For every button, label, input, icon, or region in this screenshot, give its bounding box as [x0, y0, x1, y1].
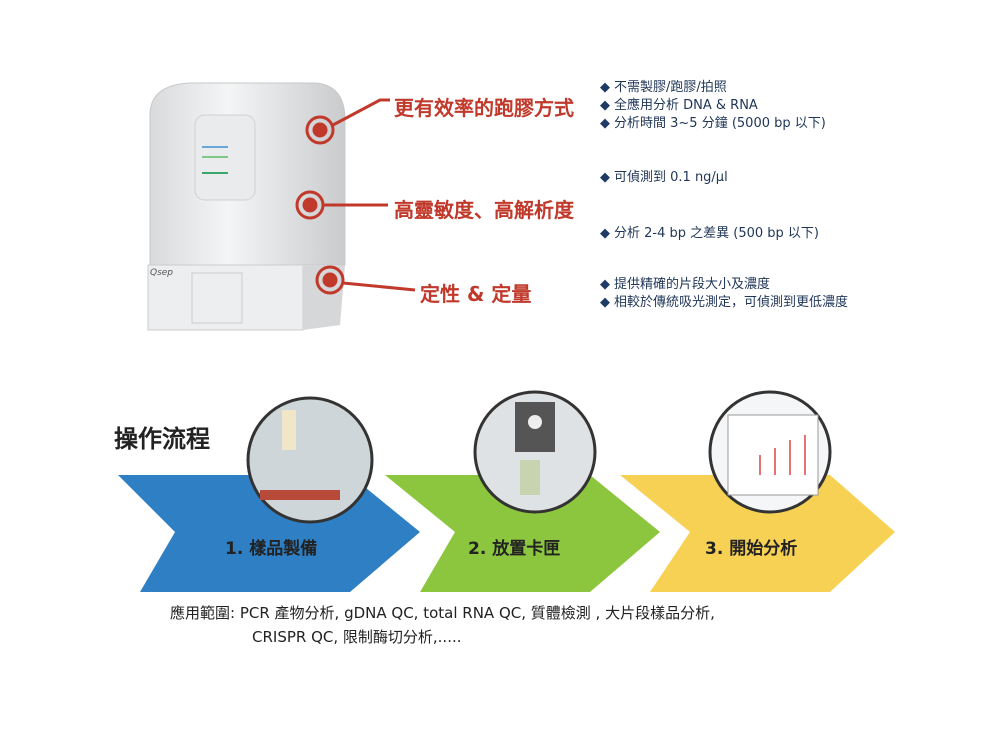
- bullet: 分析時間 3~5 分鐘 (5000 bp 以下): [614, 116, 826, 131]
- bullet: 分析 2-4 bp 之差異 (500 bp 以下): [614, 226, 819, 241]
- feature-bullets: ◆提供精確的片段大小及濃度 ◆相較於傳統吸光測定，可偵測到更低濃度: [600, 277, 849, 310]
- step-arrow-3: [620, 475, 895, 592]
- step-label-2: 2. 放置卡匣: [468, 539, 561, 559]
- feature-heading: 定性 & 定量: [420, 282, 532, 306]
- device-logo: Qsep: [150, 268, 174, 278]
- bullet: 全應用分析 DNA & RNA: [614, 98, 758, 113]
- bullet: 不需製膠/跑膠/拍照: [614, 80, 727, 95]
- step-label-3: 3. 開始分析: [705, 539, 798, 559]
- bullet: 相較於傳統吸光測定，可偵測到更低濃度: [614, 295, 849, 310]
- feature-bullets: ◆可偵測到 0.1 ng/µl: [600, 170, 728, 185]
- workflow-arrows: [118, 390, 895, 592]
- bullet: 可偵測到 0.1 ng/µl: [614, 170, 728, 185]
- step-arrow-2: [385, 475, 660, 592]
- feature-bullets: ◆分析 2-4 bp 之差異 (500 bp 以下): [600, 226, 819, 241]
- workflow-title: 操作流程: [114, 425, 210, 453]
- instrument-image: [147, 82, 346, 331]
- feature-bullets: ◆不需製膠/跑膠/拍照 ◆全應用分析 DNA & RNA ◆分析時間 3~5 分…: [600, 80, 826, 131]
- applications-line-1: 應用範圍: PCR 產物分析, gDNA QC, total RNA QC, 質…: [170, 604, 715, 622]
- step-label-1: 1. 樣品製備: [225, 539, 318, 559]
- target-icon: [295, 98, 416, 295]
- feature-heading: 更有效率的跑膠方式: [394, 96, 574, 120]
- feature-heading: 高靈敏度、高解析度: [394, 198, 574, 222]
- connectors: [295, 98, 416, 295]
- step-photo-1: [246, 396, 374, 524]
- applications-line-2: CRISPR QC, 限制酶切分析,.....: [252, 628, 462, 646]
- bullet: 提供精確的片段大小及濃度: [614, 277, 771, 292]
